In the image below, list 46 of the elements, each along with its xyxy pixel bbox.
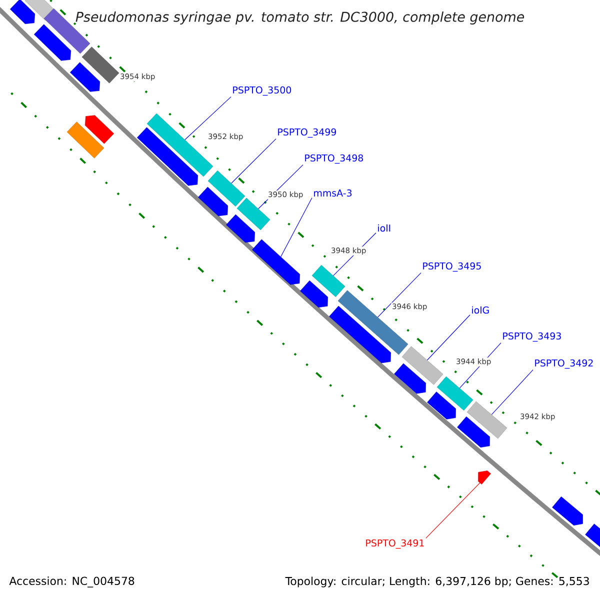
gene-block (24, 0, 56, 20)
gene-block (66, 122, 104, 158)
gene-label: PSPTO_3492 (535, 359, 593, 369)
gene-block (436, 376, 474, 411)
footer-text: Accession: NC_004578 (9, 576, 134, 588)
leader-line (426, 314, 470, 360)
leader-line (231, 138, 276, 184)
leader-line (184, 96, 232, 140)
gene-block (82, 46, 120, 84)
gene-block (236, 198, 270, 230)
gene-label: PSPTO_3495 (423, 262, 481, 272)
gene-block (585, 524, 600, 550)
gene-block (329, 306, 391, 364)
leader-line (426, 482, 480, 538)
gene-block (466, 401, 508, 439)
gene-block (34, 24, 72, 61)
gene-block (208, 170, 246, 206)
gene-block (252, 239, 300, 285)
gene-block (226, 214, 255, 243)
gene-block (394, 363, 426, 394)
gene-label: PSPTO_3491 (366, 539, 424, 549)
gene-block (10, 0, 36, 24)
gene-block (198, 186, 228, 216)
gene-block (312, 265, 346, 297)
gene-label: mmsA-3 (314, 189, 352, 197)
title: Pseudomonas syringae pv. tomato str. DC3000, complete genome (76, 12, 524, 24)
gene-label: PSPTO_3493 (503, 332, 561, 342)
gene-block (84, 115, 114, 144)
gene-block (300, 280, 328, 308)
gene-block (338, 290, 408, 355)
gene-label: iolG (472, 306, 489, 314)
gene-block (137, 127, 198, 186)
leader-line (280, 197, 312, 258)
leader-line (491, 370, 534, 415)
gene-label: PSPTO_3500 (233, 86, 292, 96)
leader-line (377, 272, 422, 318)
gene-block (478, 470, 491, 484)
gene-label: PSPTO_3499 (278, 128, 336, 138)
footer-text: Topology: circular; Length: 6,397,126 bp; Genes: 5,553 (285, 576, 589, 588)
gene-block (552, 496, 583, 526)
gene-block (70, 62, 100, 92)
gene-block (457, 416, 490, 448)
gene-label: iolI (378, 224, 390, 232)
gene-block (427, 392, 456, 420)
gene-label: PSPTO_3498 (305, 154, 364, 164)
gene-block (402, 346, 444, 385)
